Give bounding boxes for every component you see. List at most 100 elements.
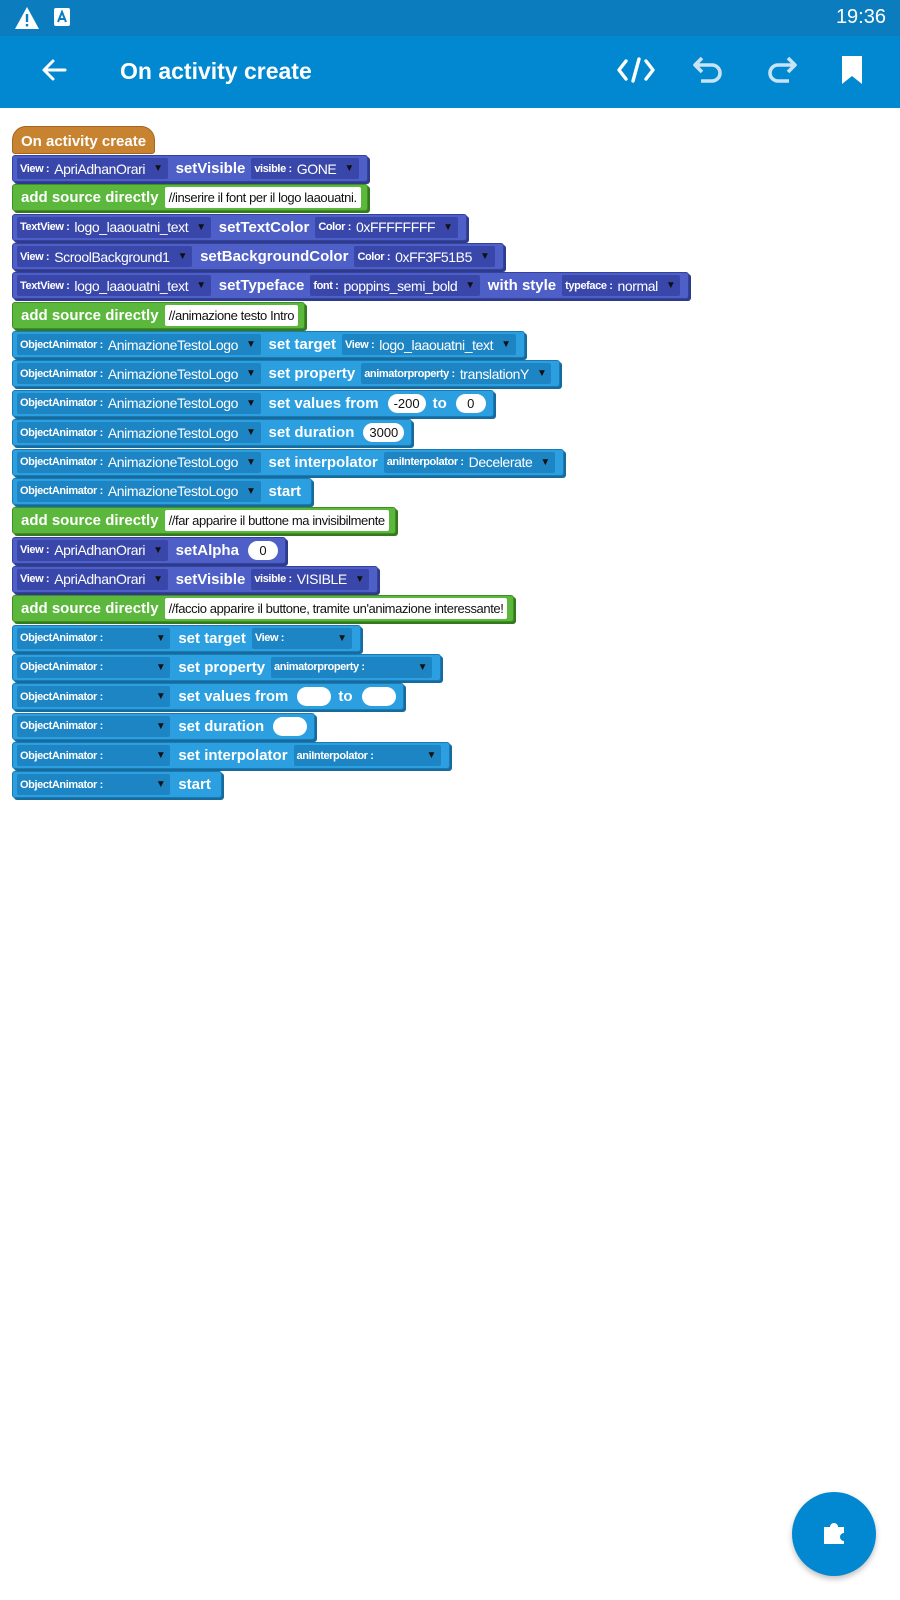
block-dropdown-objectanimator[interactable]: ObjectAnimator :AnimazioneTestoLogo▼: [17, 334, 261, 356]
code-block-start[interactable]: ObjectAnimator :AnimazioneTestoLogo▼ star…: [12, 477, 313, 505]
block-dropdown-objectanimator[interactable]: ObjectAnimator :AnimazioneTestoLogo▼: [17, 392, 261, 414]
code-block-start[interactable]: ObjectAnimator :▼start: [12, 771, 222, 799]
back-button[interactable]: [32, 50, 76, 94]
dropdown-arrow-icon: ▼: [426, 750, 436, 761]
block-dropdown-textview[interactable]: TextView :logo_laaouatni_text▼: [17, 275, 211, 297]
block-dropdown-font[interactable]: font :poppins_semi_bold▼: [310, 275, 480, 297]
block-keyword: set target: [178, 629, 246, 647]
code-block-setbackgroundcolor[interactable]: View :ScroolBackground1▼ setBackgroundCol…: [12, 243, 504, 271]
dropdown-arrow-icon: ▼: [246, 427, 256, 439]
block-dropdown-textview[interactable]: TextView :logo_laaouatni_text▼: [17, 216, 211, 238]
status-bar: 19:36: [0, 0, 900, 36]
code-block-set-property[interactable]: ObjectAnimator :AnimazioneTestoLogo▼set …: [12, 360, 561, 388]
block-keyword: add source directly: [21, 306, 159, 324]
source-text-input[interactable]: //animazione testo Intro: [164, 304, 299, 326]
dropdown-label: aniInterpolator :: [296, 749, 374, 762]
number-input[interactable]: [361, 687, 396, 707]
block-dropdown-objectanimator[interactable]: ObjectAnimator :▼: [17, 656, 171, 678]
block-dropdown-animatorproperty[interactable]: animatorproperty : ▼: [271, 656, 433, 678]
code-block-set-values-from[interactable]: ObjectAnimator :AnimazioneTestoLogo▼ set …: [12, 389, 494, 417]
dropdown-arrow-icon: ▼: [246, 456, 256, 468]
status-time: 19:36: [835, 6, 886, 28]
block-dropdown-view[interactable]: View :ScroolBackground1▼: [17, 246, 193, 268]
number-input[interactable]: 0: [455, 393, 486, 413]
block-dropdown-objectanimator[interactable]: ObjectAnimator :▼: [17, 627, 171, 649]
number-input[interactable]: [273, 716, 308, 736]
dropdown-arrow-icon: ▼: [155, 779, 166, 791]
block-dropdown-view[interactable]: View :▼: [251, 627, 352, 649]
block-keyword: setBackgroundColor: [200, 248, 349, 266]
code-block-add-source-directly[interactable]: add source directly //animazione testo In…: [12, 301, 306, 329]
source-text-input[interactable]: //far apparire il buttone ma invisibilme…: [164, 510, 389, 532]
block-dropdown-view[interactable]: View :logo_laaouatni_text▼: [342, 334, 516, 356]
source-code-icon: [616, 55, 656, 90]
block-dropdown-aniinterpolator[interactable]: aniInterpolator : ▼: [293, 745, 441, 766]
block-dropdown-animatorproperty[interactable]: animatorproperty :translationY▼: [361, 363, 552, 385]
dropdown-value: normal: [617, 277, 659, 294]
code-block-setalpha[interactable]: View :ApriAdhanOrari▼ setAlpha 0: [12, 536, 286, 564]
block-dropdown-aniinterpolator[interactable]: aniInterpolator :Decelerate▼: [383, 451, 555, 473]
block-keyword: set values from: [268, 394, 379, 412]
block-dropdown-objectanimator[interactable]: ObjectAnimator :AnimazioneTestoLogo▼: [17, 480, 261, 502]
number-input[interactable]: -200: [387, 393, 426, 413]
code-block-set-interpolator[interactable]: ObjectAnimator :AnimazioneTestoLogo▼set …: [12, 448, 564, 476]
dropdown-arrow-icon: ▼: [417, 661, 428, 673]
bookmark-button[interactable]: [830, 50, 874, 94]
dropdown-label: animatorproperty :: [274, 661, 365, 674]
redo-button[interactable]: [760, 50, 804, 94]
block-dropdown-objectanimator[interactable]: ObjectAnimator :▼: [17, 686, 171, 708]
code-block-add-source-directly[interactable]: add source directly//inserire il font pe…: [12, 184, 368, 212]
block-dropdown-visible[interactable]: visible :GONE▼: [251, 158, 359, 179]
dropdown-label: ObjectAnimator :: [20, 749, 103, 762]
dropdown-label: ObjectAnimator :: [20, 690, 103, 703]
undo-button[interactable]: [686, 50, 730, 94]
code-block-set-duration[interactable]: ObjectAnimator :AnimazioneTestoLogo▼set …: [12, 419, 413, 447]
number-input[interactable]: 0: [247, 540, 278, 560]
number-input[interactable]: 3000: [363, 423, 405, 443]
code-block-set-duration[interactable]: ObjectAnimator :▼set duration: [12, 712, 316, 740]
number-input[interactable]: [297, 687, 332, 707]
block-palette-fab[interactable]: [792, 1492, 876, 1576]
dropdown-value: logo_laaouatni_text: [379, 336, 494, 353]
dropdown-arrow-icon: ▼: [177, 251, 188, 263]
block-dropdown-view[interactable]: View :ApriAdhanOrari▼: [17, 568, 168, 590]
block-dropdown-view[interactable]: View :ApriAdhanOrari▼: [17, 539, 168, 561]
block-dropdown-objectanimator[interactable]: ObjectAnimator :▼: [17, 715, 171, 737]
code-block-add-source-directly[interactable]: add source directly//faccio apparire il …: [12, 595, 515, 623]
code-block-add-source-directly[interactable]: add source directly//far apparire il but…: [12, 507, 396, 535]
block-dropdown-objectanimator[interactable]: ObjectAnimator :AnimazioneTestoLogo▼: [17, 363, 261, 385]
dropdown-label: aniInterpolator :: [386, 456, 464, 468]
block-dropdown-view[interactable]: View :ApriAdhanOrari▼: [17, 158, 168, 179]
undo-icon: [691, 55, 725, 90]
dropdown-value: VISIBLE: [296, 571, 348, 588]
code-block-settextcolor[interactable]: TextView :logo_laaouatni_text▼setTextCol…: [12, 213, 467, 241]
block-dropdown-color[interactable]: Color :0xFF3F51B5▼: [354, 246, 495, 268]
block-dropdown-objectanimator[interactable]: ObjectAnimator :AnimazioneTestoLogo▼: [17, 451, 261, 473]
block-keyword: setAlpha: [175, 541, 239, 559]
source-text-input[interactable]: //faccio apparire il buttone, tramite un…: [164, 598, 508, 620]
dropdown-value: AnimazioneTestoLogo: [107, 395, 239, 412]
blocks-canvas[interactable]: On activity create View :ApriAdhanOrari▼…: [0, 108, 900, 1600]
block-dropdown-visible[interactable]: visible :VISIBLE▼: [251, 568, 370, 590]
event-block-on-activity-create[interactable]: On activity create: [12, 126, 156, 154]
code-block-settypeface[interactable]: TextView :logo_laaouatni_text▼setTypefac…: [12, 272, 690, 300]
dropdown-arrow-icon: ▼: [480, 251, 490, 263]
dropdown-label: ObjectAnimator :: [20, 367, 103, 380]
code-block-set-target[interactable]: ObjectAnimator :▼ set target View :▼: [12, 624, 361, 652]
code-block-set-target[interactable]: ObjectAnimator :AnimazioneTestoLogo▼set …: [12, 331, 525, 359]
dropdown-label: Color :: [357, 250, 391, 263]
block-dropdown-objectanimator[interactable]: ObjectAnimator :AnimazioneTestoLogo▼: [17, 422, 261, 444]
block-dropdown-typeface[interactable]: typeface :normal▼: [562, 275, 681, 297]
block-dropdown-objectanimator[interactable]: ObjectAnimator :▼: [17, 774, 171, 796]
block-dropdown-color[interactable]: Color :0xFFFFFFFF▼: [315, 216, 458, 238]
source-code-button[interactable]: [614, 50, 658, 94]
block-dropdown-objectanimator[interactable]: ObjectAnimator :▼: [17, 745, 171, 766]
dropdown-label: typeface :: [565, 279, 613, 292]
source-text-input[interactable]: //inserire il font per il logo laaouatni…: [164, 187, 361, 209]
block-keyword: start: [268, 482, 302, 500]
